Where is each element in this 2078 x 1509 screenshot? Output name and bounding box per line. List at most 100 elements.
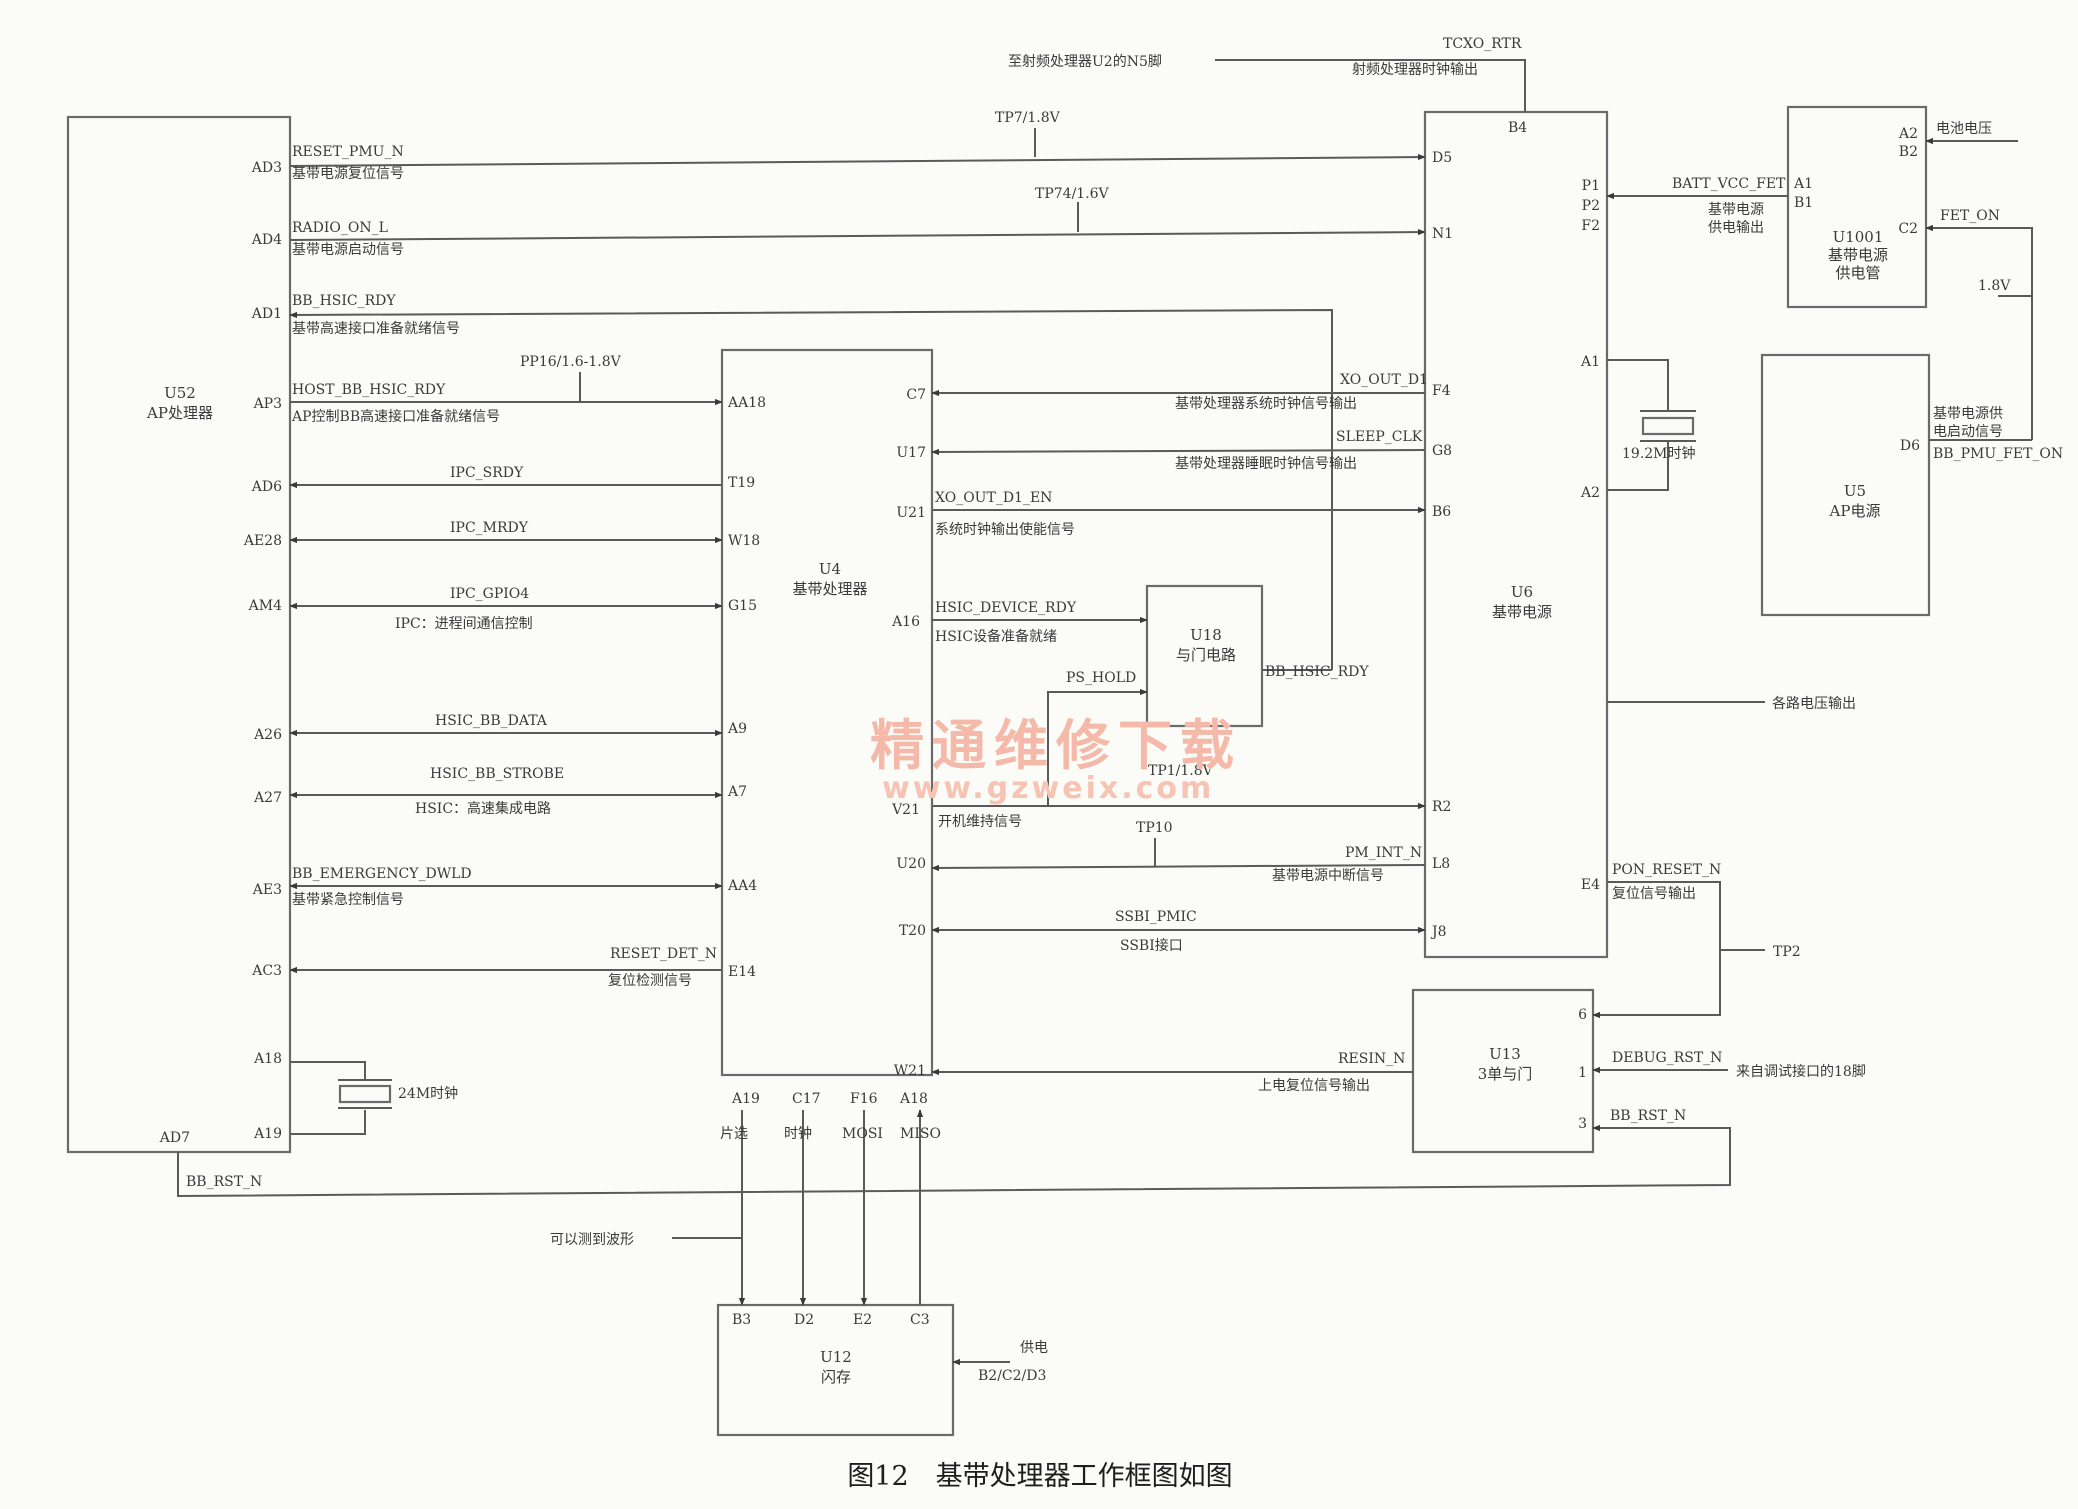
label-tcxo-from: 至射频处理器U2的N5脚 xyxy=(1008,54,1162,70)
pin-u52-ad6: AD6 xyxy=(251,479,282,495)
net-hsic-data: HSIC_BB_DATA xyxy=(289,713,723,737)
pin-u6-a1: A1 xyxy=(1580,354,1600,370)
u12-desc: 闪存 xyxy=(821,1368,851,1386)
net-spi: 片选 时钟 MOSI MISO xyxy=(720,1109,941,1306)
label-debug-rst-desc: 来自调试接口的18脚 xyxy=(1736,1063,1866,1080)
pin-u6-j8: J8 xyxy=(1430,924,1447,940)
label-flash-supply: 供电 xyxy=(1020,1340,1048,1356)
net-radio-on: TP74/1.6V RADIO_ON_L 基带电源启动信号 xyxy=(289,186,1426,258)
crystal-19m2: 19.2M时钟 xyxy=(1607,359,1696,491)
pin-u4-f16: F16 xyxy=(850,1091,878,1107)
label-bb-hsic-rdy: BB_HSIC_RDY xyxy=(292,293,396,309)
label-host-bb-desc: AP控制BB高速接口准备就绪信号 xyxy=(291,408,500,425)
label-ipc-desc: IPC：进程间通信控制 xyxy=(395,616,533,632)
net-ipc-mrdy: IPC_MRDY xyxy=(289,520,723,544)
label-bb-rst2: BB_RST_N xyxy=(1610,1108,1686,1124)
pin-u12-e2: E2 xyxy=(853,1312,872,1328)
label-reset-pmu: RESET_PMU_N xyxy=(292,144,404,160)
pin-u52-a26: A26 xyxy=(253,727,282,743)
pin-u4-w18: W18 xyxy=(728,533,760,549)
pin-u52-a27: A27 xyxy=(253,790,282,806)
label-outputs: 各路电压输出 xyxy=(1772,696,1856,712)
pin-u52-ae28: AE28 xyxy=(243,533,282,549)
label-tcxo-desc: 射频处理器时钟输出 xyxy=(1352,61,1478,78)
net-ipc-gpio4: IPC_GPIO4 IPC：进程间通信控制 xyxy=(289,586,723,632)
label-radio-on: RADIO_ON_L xyxy=(292,220,388,236)
label-hsic-device-desc: HSIC设备准备就绪 xyxy=(935,628,1057,645)
pin-u6-a2: A2 xyxy=(1580,485,1600,501)
label-bb-rst: BB_RST_N xyxy=(186,1174,262,1190)
label-fet-v: 1.8V xyxy=(1978,278,2011,294)
pin-u52-ae3: AE3 xyxy=(252,882,282,898)
label-spi-clk: 时钟 xyxy=(784,1125,812,1142)
label-bb-hsic-rdy-desc: 基带高速接口准备就绪信号 xyxy=(292,320,460,337)
pin-u4-aa18: AA18 xyxy=(727,395,766,411)
pin-u1001-b1: B1 xyxy=(1794,195,1813,211)
pin-u52-ap3: AP3 xyxy=(253,396,282,412)
u52-name: U52 xyxy=(164,384,196,402)
pin-u52-am4: AM4 xyxy=(248,598,282,614)
u4-pins: AA18 T19 W18 G15 A9 A7 AA4 E14 C7 U17 U2… xyxy=(727,387,928,1107)
block-u13: U13 3单与门 xyxy=(1411,988,1595,1154)
pin-u12-d2: D2 xyxy=(794,1312,814,1328)
u1001-desc1: 基带电源 xyxy=(1828,246,1888,264)
net-pmu-fet: D6 基带电源供 电启动信号 BB_PMU_FET_ON xyxy=(1900,405,2063,462)
u1001-name: U1001 xyxy=(1833,228,1884,246)
net-tcxo: TCXO_RTR 射频处理器时钟输出 至射频处理器U2的N5脚 xyxy=(1008,36,1526,112)
net-batt-vcc: BATT_VCC_FET 基带电源 供电输出 xyxy=(1606,176,1788,236)
label-xo-en: XO_OUT_D1_EN xyxy=(935,490,1052,506)
pin-u52-ad3: AD3 xyxy=(251,160,282,176)
pin-u13-6: 6 xyxy=(1578,1007,1587,1023)
label-pon-reset-desc: 复位信号输出 xyxy=(1612,885,1696,902)
u18-desc: 与门电路 xyxy=(1176,646,1236,664)
pin-u6-d5: D5 xyxy=(1432,150,1452,166)
block-u12: U12 闪存 xyxy=(716,1303,955,1437)
net-ps-hold: PS_HOLD TP1/1.8V 开机维持信号 xyxy=(932,670,1426,830)
u6-pins: B4 D5 N1 F4 G8 B6 R2 L8 J8 E4 A1 A2 P1 P… xyxy=(1430,120,1600,940)
block-u18: U18 与门电路 xyxy=(1145,584,1264,728)
watermark-cn: 精通维修下载 xyxy=(870,714,1242,777)
pin-u4-v21: V21 xyxy=(891,802,920,818)
net-flash-supply: 供电 B2/C2/D3 xyxy=(952,1340,1048,1384)
net-pon-reset: TP2 PON_RESET_N 复位信号输出 xyxy=(1592,862,1801,1019)
u52-desc: AP处理器 xyxy=(146,404,213,422)
pin-u4-t19: T19 xyxy=(728,475,755,491)
label-24m: 24M时钟 xyxy=(398,1085,458,1102)
label-resin-desc: 上电复位信号输出 xyxy=(1258,1077,1370,1094)
pin-u52-ac3: AC3 xyxy=(251,963,282,979)
pin-u12-c3: C3 xyxy=(910,1312,930,1328)
net-ipc-srdy: IPC_SRDY xyxy=(289,465,722,489)
label-xo-out: XO_OUT_D1 xyxy=(1340,372,1428,388)
pin-u5-d6: D6 xyxy=(1900,438,1920,454)
pin-u4-a19: A19 xyxy=(731,1091,760,1107)
label-host-bb: HOST_BB_HSIC_RDY xyxy=(292,382,446,398)
net-xo-out: XO_OUT_D1 基带处理器系统时钟信号输出 xyxy=(931,372,1428,412)
net-fet-on: FET_ON 1.8V xyxy=(1925,208,2033,440)
label-pmu-fet-desc2: 电启动信号 xyxy=(1933,424,2003,440)
pin-u6-b6: B6 xyxy=(1432,504,1451,520)
pin-u6-b4: B4 xyxy=(1508,120,1527,136)
u12-name: U12 xyxy=(820,1348,852,1366)
pin-u1001-b2: B2 xyxy=(1899,144,1918,160)
u52-pins: AD3 AD4 AD1 AP3 AD6 AE28 AM4 A26 A27 AE3… xyxy=(159,160,282,1146)
label-tp74: TP74/1.6V xyxy=(1035,186,1110,202)
block-u5: U5 AP电源 xyxy=(1760,353,1931,617)
label-probe: 可以测到波形 xyxy=(550,1232,634,1248)
pin-u4-c17: C17 xyxy=(792,1091,821,1107)
pin-u4-u20: U20 xyxy=(896,856,926,872)
pin-u6-g8: G8 xyxy=(1432,443,1452,459)
pin-u4-a18: A18 xyxy=(899,1091,928,1107)
label-fet-on: FET_ON xyxy=(1940,208,2000,224)
pin-u4-w21: W21 xyxy=(894,1063,926,1079)
u5-name: U5 xyxy=(1844,482,1866,500)
net-sleep-clk: SLEEP_CLK 基带处理器睡眠时钟信号输出 xyxy=(931,429,1426,472)
pin-u4-c7: C7 xyxy=(906,387,926,403)
label-flash-pins: B2/C2/D3 xyxy=(978,1368,1046,1384)
watermark-url: www.gzweix.com xyxy=(882,771,1214,806)
pin-u12-b3: B3 xyxy=(732,1312,751,1328)
pin-u6-n1: N1 xyxy=(1432,226,1453,242)
u6-name: U6 xyxy=(1511,583,1533,601)
label-ipc-gpio4: IPC_GPIO4 xyxy=(450,586,529,602)
label-xo-en-desc: 系统时钟输出使能信号 xyxy=(935,521,1075,538)
